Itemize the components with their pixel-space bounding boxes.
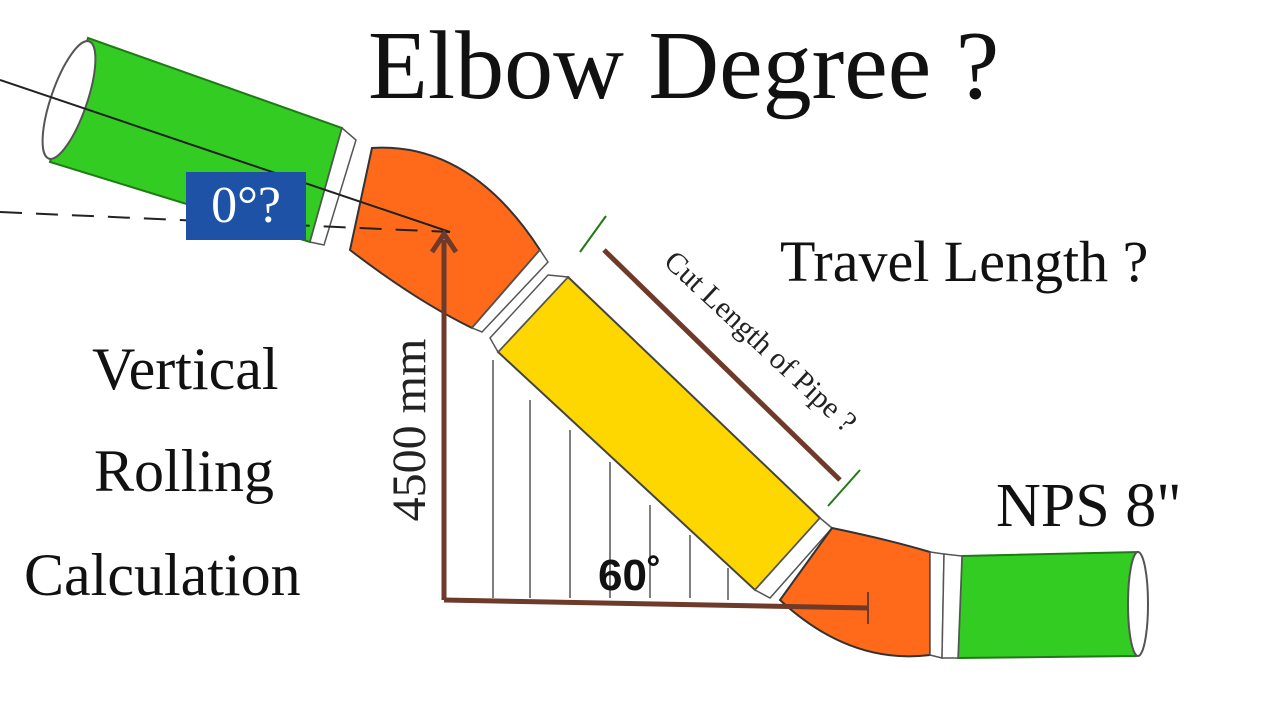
cut-length-ticks xyxy=(579,215,861,507)
vertical-dimension-label: 4500 mm xyxy=(383,338,436,522)
nps-label: NPS 8" xyxy=(996,472,1182,540)
side-text-calculation: Calculation xyxy=(24,542,301,608)
centerline xyxy=(0,79,451,233)
dimension-lines xyxy=(429,229,869,624)
angle-badge: 0°? xyxy=(186,172,306,240)
side-text-vertical: Vertical xyxy=(92,336,279,402)
angle-label: 60˚ xyxy=(598,551,662,600)
page-title: Elbow Degree ? xyxy=(368,12,1000,120)
pipe-lower-right xyxy=(941,550,1149,660)
hatch-lines xyxy=(492,360,729,600)
travel-length-label: Travel Length ? xyxy=(780,229,1149,294)
side-text-rolling: Rolling xyxy=(94,438,275,504)
pipe-cut-length xyxy=(489,274,834,599)
